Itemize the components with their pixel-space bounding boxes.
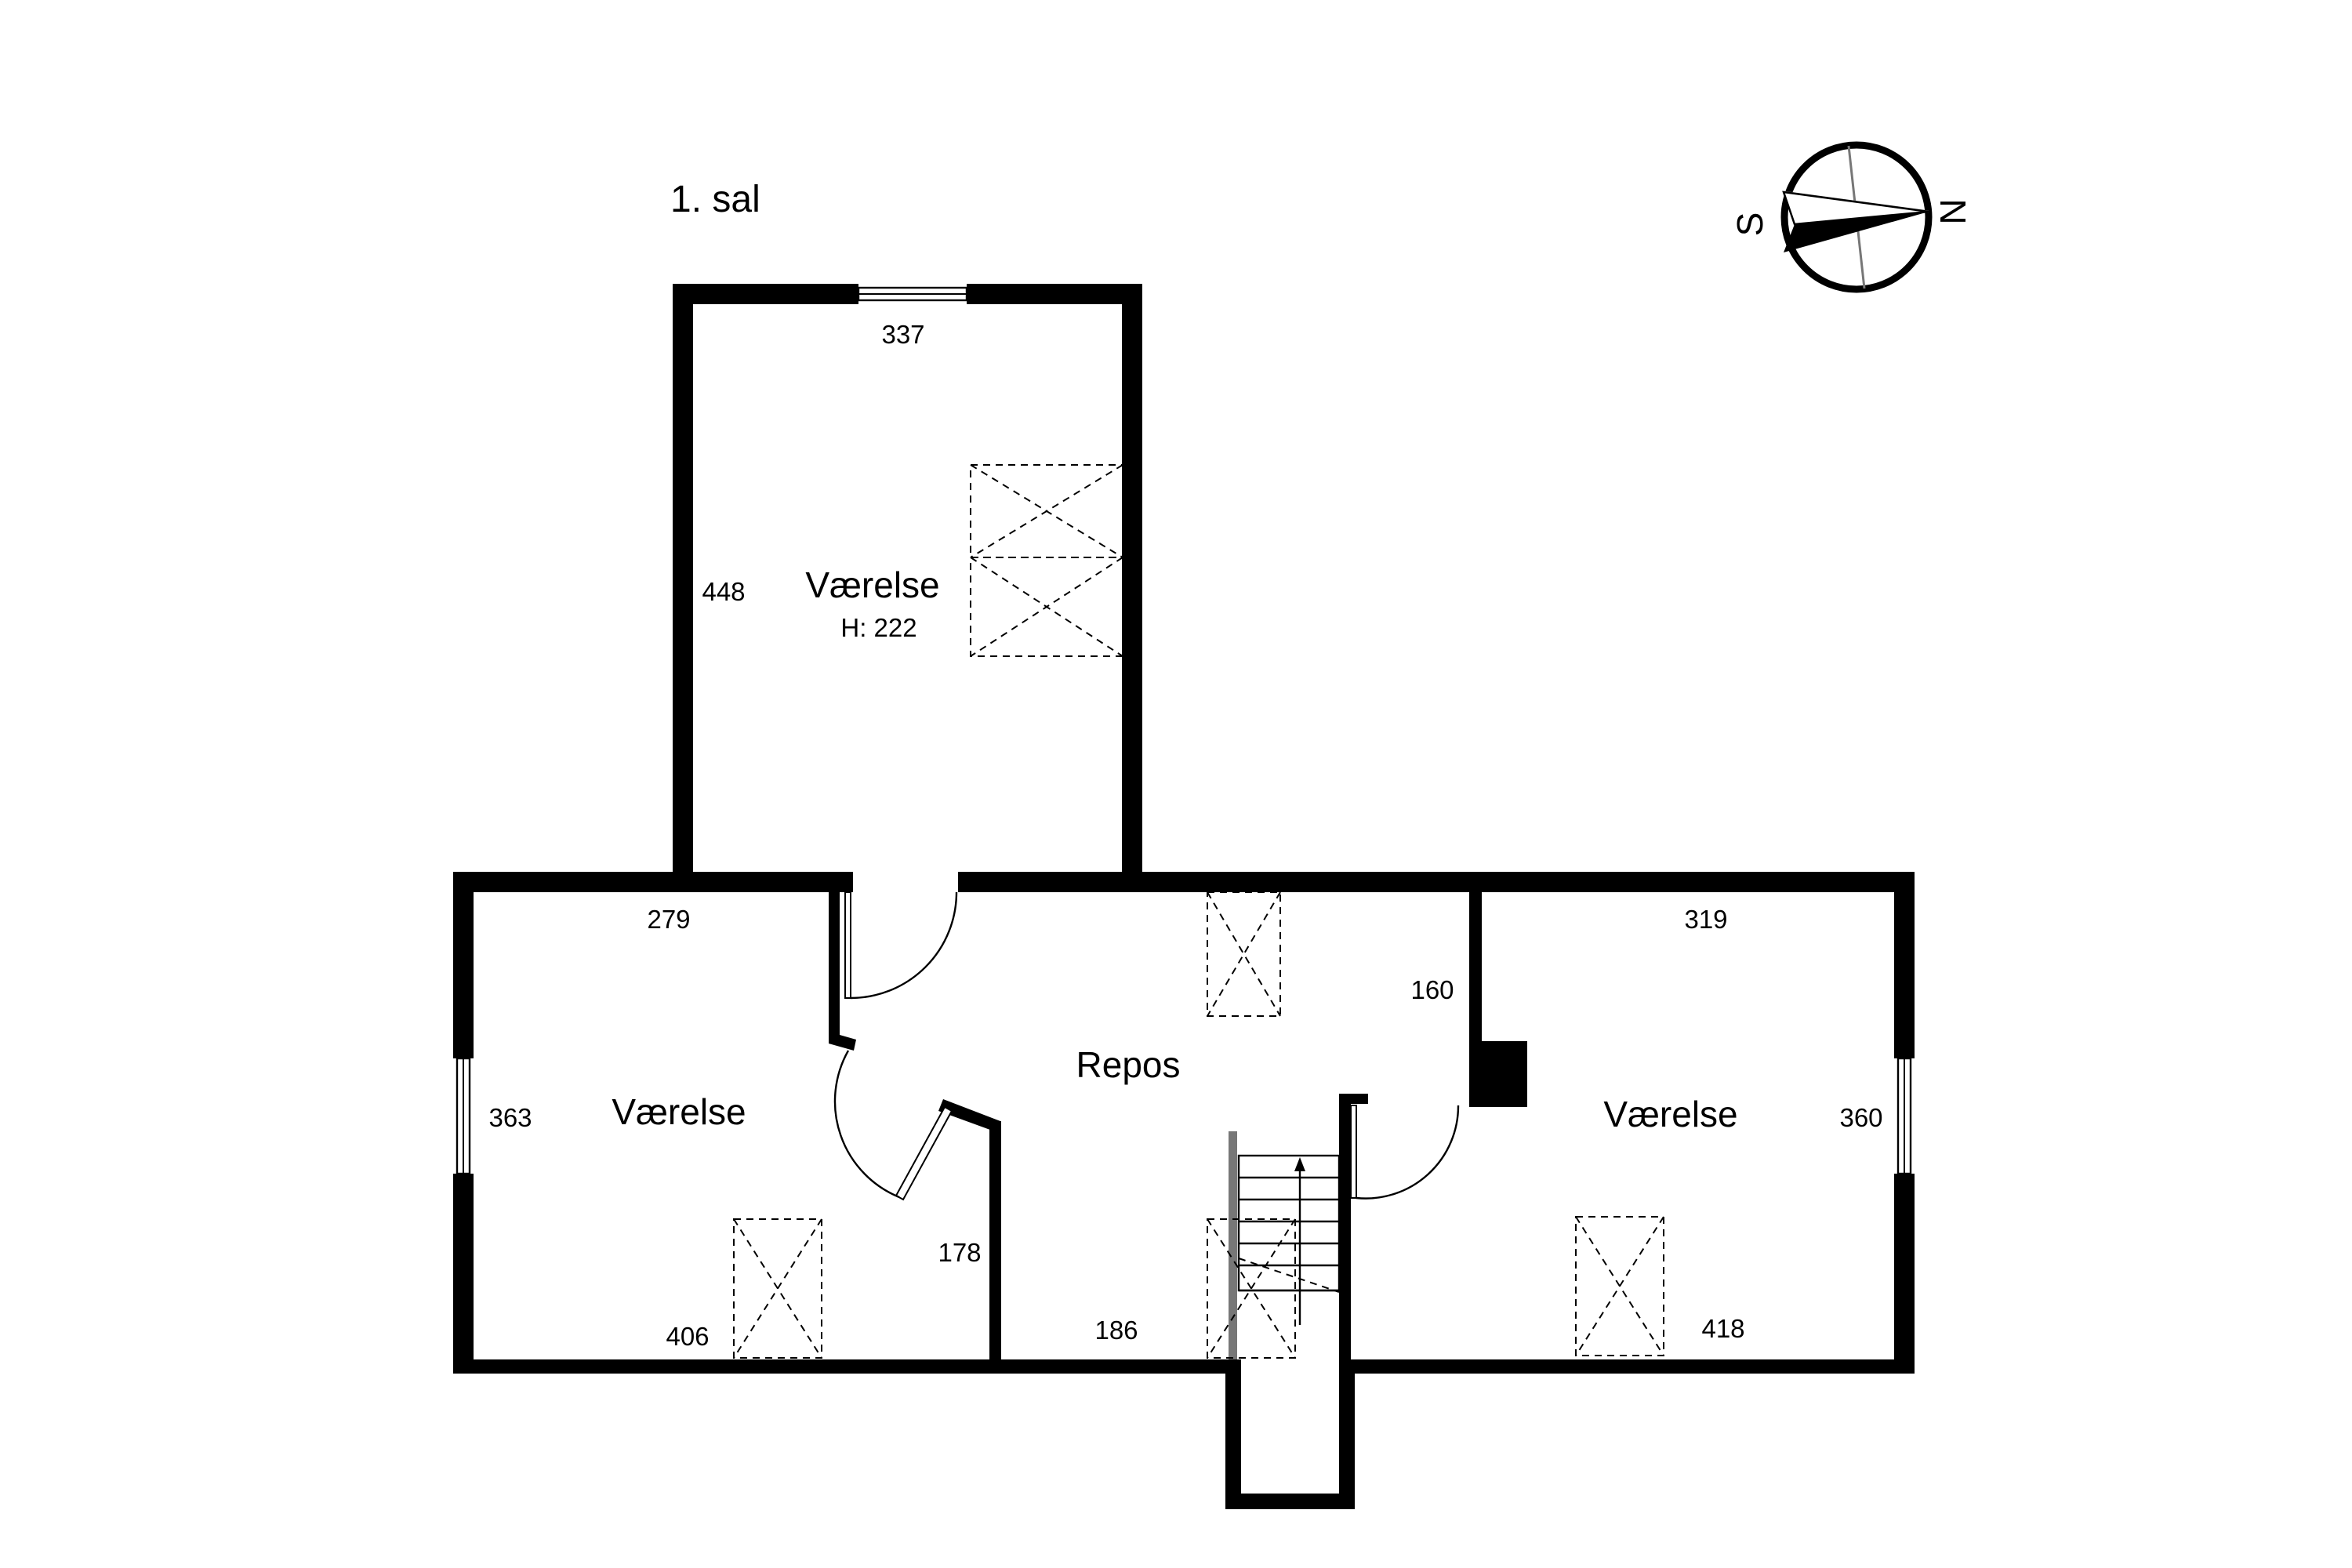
- wall: [1122, 284, 1142, 887]
- skylight-stair: [1207, 1218, 1296, 1359]
- wall: [989, 1121, 1001, 1366]
- wall: [1339, 1359, 1355, 1509]
- dimension-label: 160: [1410, 975, 1454, 1004]
- skylight-frame: [1207, 891, 1281, 1017]
- dimension-label: 360: [1839, 1103, 1882, 1132]
- door-leaf: [895, 1105, 953, 1201]
- room-label-right: Værelse: [1603, 1094, 1737, 1134]
- room-label-upper: Værelse: [805, 564, 939, 605]
- room-label-left: Værelse: [612, 1091, 746, 1132]
- wall: [1894, 872, 1915, 1058]
- wall: [1469, 872, 1482, 1096]
- dimension-label: 186: [1094, 1316, 1138, 1345]
- room-label-hall: Repos: [1076, 1044, 1181, 1085]
- skylight-cross: [1207, 891, 1281, 1017]
- wall: [1225, 1359, 1241, 1509]
- door-left-room: [833, 1050, 953, 1201]
- floor-label: 1. sal: [670, 179, 760, 220]
- door-right-room: [1350, 1105, 1460, 1200]
- staircase: [1237, 1154, 1341, 1325]
- wall: [829, 872, 840, 1038]
- dimension-label: 319: [1684, 905, 1727, 934]
- skylight-cross: [970, 557, 1123, 657]
- stair-cut-line: [1238, 1258, 1340, 1293]
- compass-north-label: N: [1933, 198, 1973, 224]
- window-left: [456, 1057, 471, 1175]
- skylight-frame: [1207, 1218, 1296, 1359]
- dimension-label: 337: [881, 320, 924, 349]
- door-swing-arc: [1356, 1105, 1460, 1200]
- skylight-upper-b: [970, 557, 1123, 657]
- door-upper-room: [844, 891, 958, 1000]
- skylight-cross: [733, 1218, 822, 1359]
- dimension-label: 448: [702, 577, 745, 606]
- dimension-label: 406: [666, 1322, 709, 1351]
- wall: [673, 284, 693, 887]
- stair-direction-arrow: [1294, 1157, 1305, 1171]
- skylight-cross: [1207, 891, 1281, 1017]
- skylight-hall: [1207, 891, 1281, 1017]
- compass-needle-south: [1782, 191, 1929, 226]
- dimension-label: 279: [647, 905, 690, 934]
- wall: [1339, 1094, 1368, 1104]
- door-leaf: [844, 891, 851, 999]
- wall: [453, 872, 853, 892]
- door-leaf: [1350, 1105, 1357, 1199]
- wall: [829, 1032, 856, 1051]
- room-height-note: H: 222: [840, 613, 916, 642]
- wall: [453, 1359, 1233, 1374]
- stair-outline: [1237, 1154, 1341, 1292]
- skylight-cross: [1575, 1216, 1664, 1356]
- chimney: [1469, 1041, 1527, 1107]
- wall: [453, 872, 474, 1058]
- wall: [673, 284, 858, 304]
- stair-railing: [1229, 1131, 1237, 1359]
- wall: [1225, 1494, 1355, 1509]
- dimension-label: 418: [1701, 1314, 1744, 1343]
- skylight-frame: [733, 1218, 822, 1359]
- skylight-upper-a: [970, 464, 1123, 558]
- door-swing-arc: [850, 891, 958, 1000]
- wall: [938, 1099, 1000, 1132]
- wall: [958, 872, 1915, 892]
- skylight-right-room: [1575, 1216, 1664, 1356]
- skylight-cross: [1207, 1218, 1296, 1359]
- door-swing-arc: [833, 1050, 900, 1199]
- wall: [967, 284, 1142, 304]
- wall: [1347, 1359, 1915, 1374]
- window-top: [857, 286, 968, 302]
- window-right: [1896, 1057, 1912, 1175]
- skylight-cross: [970, 464, 1123, 558]
- wall: [1894, 1174, 1915, 1374]
- wall: [1339, 1094, 1351, 1366]
- skylight-frame: [1575, 1216, 1664, 1356]
- walls: [453, 284, 1915, 1509]
- skylight-frame: [970, 557, 1123, 657]
- compass: S N: [1730, 141, 1973, 293]
- dimension-label: 178: [938, 1238, 981, 1267]
- dimension-label: 363: [488, 1103, 532, 1132]
- skylight-left-room: [733, 1218, 822, 1359]
- compass-south-label: S: [1730, 212, 1770, 237]
- wall: [453, 1174, 474, 1374]
